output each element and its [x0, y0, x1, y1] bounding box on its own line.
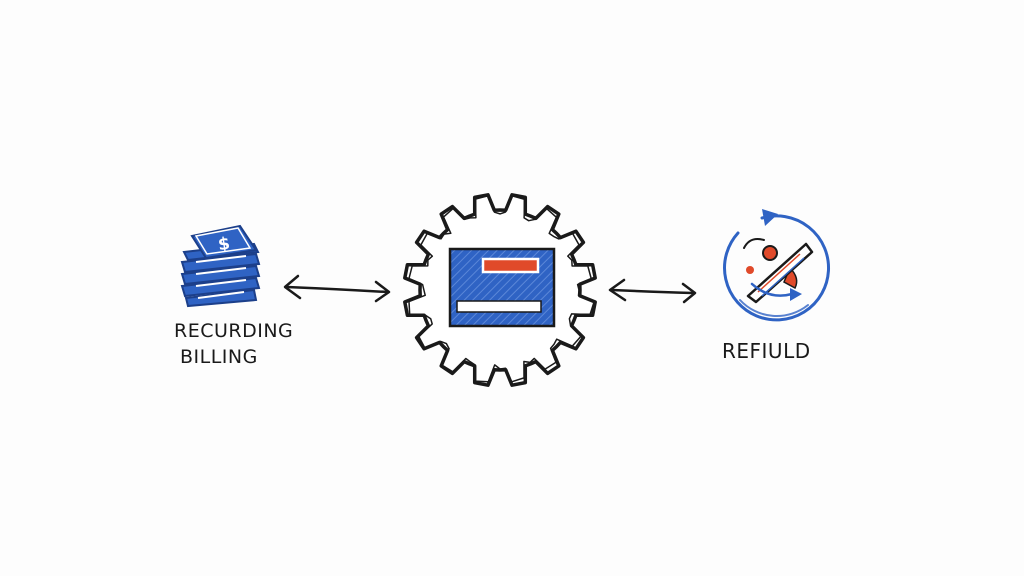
gear-with-credit-card-icon — [403, 193, 597, 387]
billing-label-line2: BILLING — [180, 346, 258, 368]
gear-outline-sketch — [408, 195, 595, 383]
circular-refund-arrow-icon — [723, 209, 831, 322]
arrow-head-top — [762, 209, 778, 226]
dollar-badge: $ — [190, 224, 258, 260]
credit-card-icon — [448, 247, 556, 328]
dollar-sign: $ — [217, 234, 232, 255]
stacked-dollar-invoices-icon: $ — [180, 224, 261, 308]
refund-label: REFIULD — [722, 339, 811, 363]
double-arrow-billing-processor — [283, 274, 391, 303]
arrow-head-inner — [790, 288, 802, 301]
double-arrow-processor-refund — [608, 278, 697, 304]
invoice-stack — [180, 242, 261, 308]
billing-label-line1: RECURDING — [174, 320, 294, 342]
